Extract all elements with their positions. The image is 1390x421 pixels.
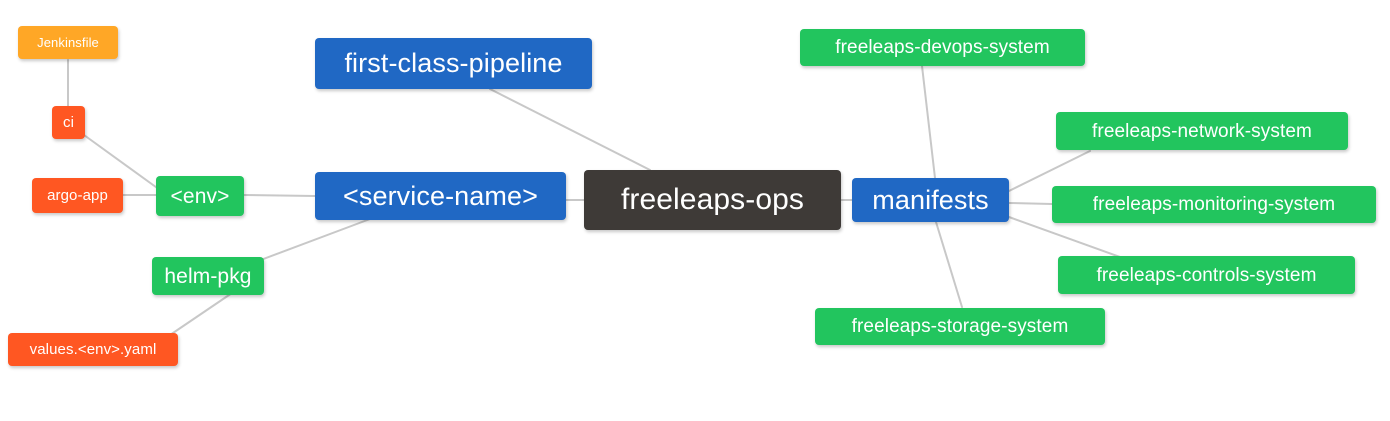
node-argo-app[interactable]: argo-app	[32, 178, 123, 213]
node-label: first-class-pipeline	[344, 48, 563, 78]
node-label: <env>	[170, 184, 230, 208]
node-freeleaps-devops-system[interactable]: freeleaps-devops-system	[800, 29, 1085, 66]
edge-manifests-storage	[935, 221, 963, 308]
node-label: freeleaps-ops	[620, 183, 805, 216]
edge-manifests-monitoring	[1008, 202, 1053, 205]
node-ci[interactable]: ci	[52, 106, 85, 139]
node-label: <service-name>	[343, 180, 538, 211]
node-label: helm-pkg	[164, 264, 252, 288]
edge-first-class-pipeline-root	[489, 88, 651, 171]
node-label: values.<env>.yaml	[29, 341, 157, 358]
node-helm-pkg[interactable]: helm-pkg	[152, 257, 264, 295]
edge-values-helm-pkg	[169, 292, 233, 336]
node-freeleaps-controls-system[interactable]: freeleaps-controls-system	[1058, 256, 1355, 294]
node-freeleaps-monitoring-system[interactable]: freeleaps-monitoring-system	[1052, 186, 1376, 223]
node-service-name[interactable]: <service-name>	[315, 172, 566, 220]
edge-env-service-name	[242, 194, 316, 197]
node-manifests[interactable]: manifests	[852, 178, 1009, 222]
node-values-yaml[interactable]: values.<env>.yaml	[8, 333, 178, 366]
node-first-class-pipeline[interactable]: first-class-pipeline	[315, 38, 592, 89]
node-label: freeleaps-controls-system	[1096, 264, 1317, 286]
node-label: ci	[62, 114, 75, 131]
edge-manifests-devops	[921, 65, 936, 179]
node-freeleaps-storage-system[interactable]: freeleaps-storage-system	[815, 308, 1105, 345]
node-env[interactable]: <env>	[156, 176, 244, 216]
node-label: Jenkinsfile	[37, 35, 99, 50]
node-root-freeleaps-ops[interactable]: freeleaps-ops	[584, 170, 841, 230]
node-label: freeleaps-monitoring-system	[1092, 194, 1336, 215]
node-label: argo-app	[47, 187, 108, 204]
node-freeleaps-network-system[interactable]: freeleaps-network-system	[1056, 112, 1348, 150]
edge-manifests-network	[1008, 150, 1091, 192]
node-jenkinsfile[interactable]: Jenkinsfile	[18, 26, 118, 59]
node-label: freeleaps-storage-system	[851, 316, 1069, 337]
edge-manifests-controls	[1008, 216, 1121, 258]
node-label: freeleaps-network-system	[1092, 120, 1312, 142]
node-label: freeleaps-devops-system	[835, 37, 1050, 58]
edge-helm-pkg-service-name	[257, 218, 371, 262]
node-label: manifests	[872, 184, 989, 215]
